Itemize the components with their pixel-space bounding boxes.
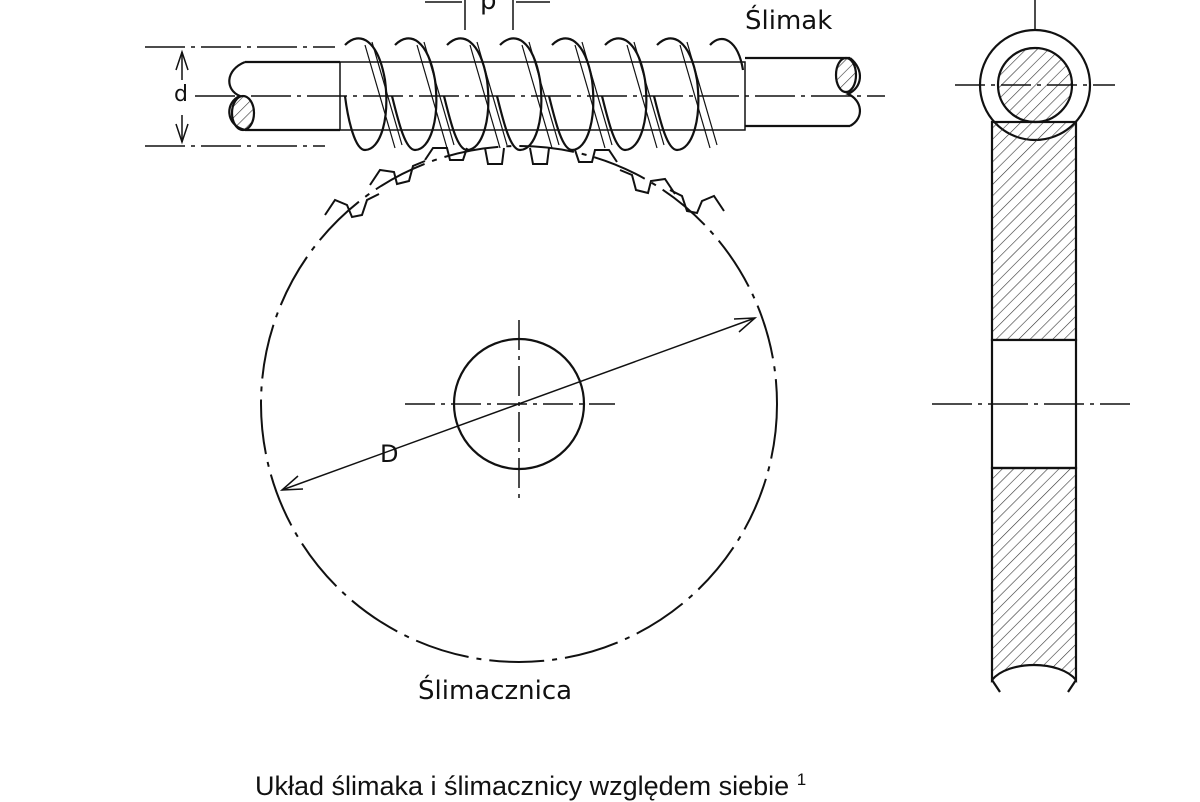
figure-caption: Układ ślimaka i ślimacznicy względem sie… <box>255 770 806 802</box>
worm-left-shaft <box>228 60 340 132</box>
wheel-label: Ślimacznica <box>418 676 573 706</box>
worm-right-shaft <box>745 56 861 128</box>
worm-wheel <box>260 145 778 663</box>
worm-diameter-label: d <box>174 82 188 107</box>
wheel-diameter-label: D <box>380 440 399 468</box>
wheel-diameter-dimension <box>279 317 758 491</box>
worm-label: Ślimak <box>745 6 833 36</box>
wheel-side-view <box>932 0 1130 693</box>
caption-footnote: 1 <box>796 770 807 789</box>
pitch-label: p <box>480 0 497 16</box>
caption-text: Układ ślimaka i ślimacznicy względem sie… <box>255 771 790 801</box>
worm-threads <box>339 37 746 152</box>
worm-diameter-dimension <box>145 46 335 147</box>
pitch-dimension <box>425 0 550 30</box>
